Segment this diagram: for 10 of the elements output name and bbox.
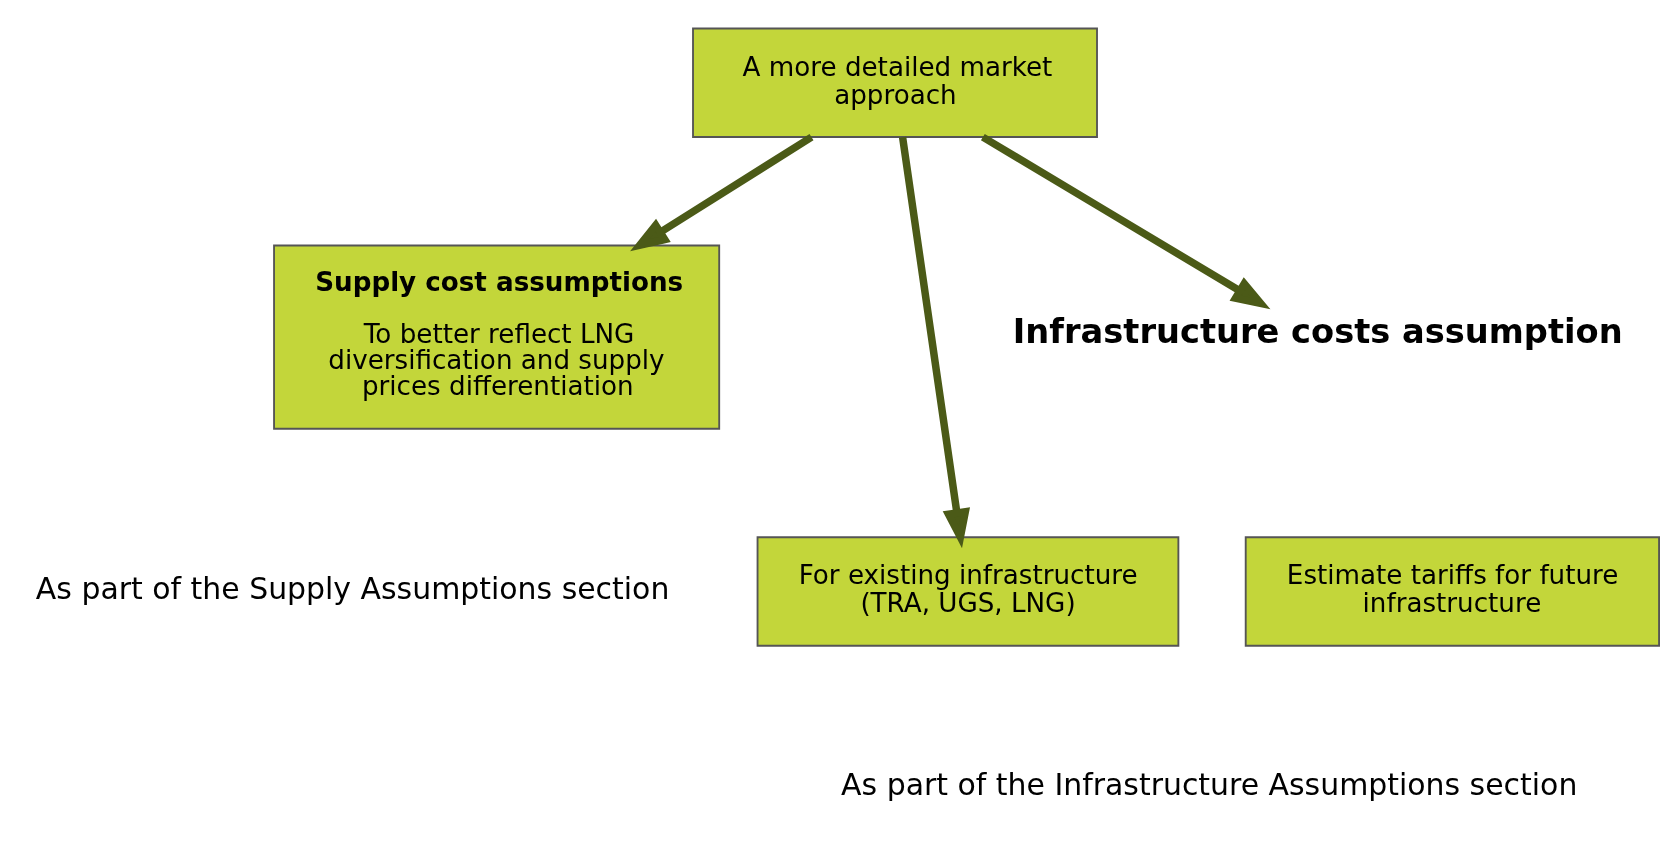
arrow <box>630 133 814 251</box>
node-box: Supply cost assumptions To better reflect LNG diversification and supply prices differentiation <box>273 244 721 430</box>
label: As part of the Infrastructure Assumptions section <box>841 766 1578 802</box>
label: As part of the Supply Assumptions section <box>35 570 670 606</box>
arrow <box>980 133 1271 309</box>
node-box: A more detailed market approach <box>692 27 1098 138</box>
node-box: For existing infrastructure (TRA, UGS, LNG) <box>756 535 1180 647</box>
node-text: Infrastructure costs assumption <box>1012 311 1623 351</box>
node-box: Estimate tariffs for future infrastructure <box>1244 535 1660 647</box>
arrow <box>898 136 970 548</box>
